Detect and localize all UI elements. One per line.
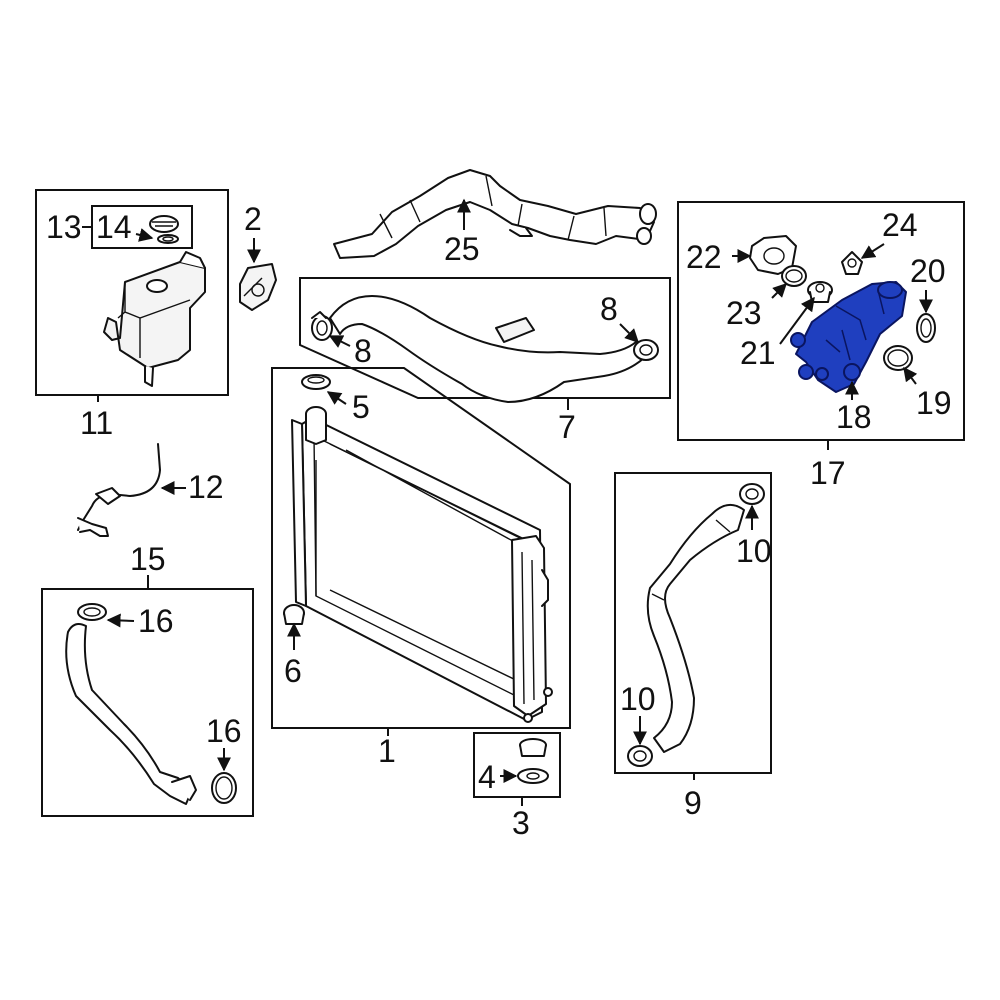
coolant-pipe-assembly[interactable] [333,169,657,259]
callout-9: 9 [684,785,702,821]
radiator[interactable] [291,406,553,723]
housing-o-ring[interactable] [883,345,913,371]
thermostat-gasket[interactable] [781,265,807,287]
hose-clamp-8-left[interactable] [311,311,333,341]
callout-11: 11 [80,405,113,441]
drain-plug[interactable] [283,604,305,625]
radiator-mount[interactable] [517,738,549,784]
box-radiator-group [271,367,571,729]
upper-radiator-hose[interactable] [329,295,645,403]
callout-1: 1 [378,733,396,769]
coolant-reservoir[interactable] [103,251,206,387]
callout-6: 6 [284,653,302,689]
callout-5: 5 [352,389,370,425]
thermostat[interactable] [807,281,833,303]
callout-2: 2 [244,201,262,237]
outlet-gasket-top[interactable] [77,603,107,621]
callout-19: 19 [916,385,952,421]
overflow-hose[interactable] [77,443,161,537]
box-lower-hose-group [614,472,772,774]
housing-gasket-small[interactable] [916,313,936,343]
callout-18: 18 [836,399,872,435]
hose-clamp-8-right[interactable] [633,339,659,361]
callout-8-left: 8 [354,333,372,369]
temperature-sensor[interactable] [841,251,863,275]
callout-16-top: 16 [138,603,174,639]
hose-clamp-10-bottom[interactable] [627,745,653,767]
callout-23: 23 [726,295,762,331]
callout-10-top: 10 [736,533,772,569]
callout-16-bottom: 16 [206,713,242,749]
box-reservoir-group [35,189,229,396]
callout-22: 22 [686,239,722,275]
outlet-gasket-bottom[interactable] [211,772,237,804]
callout-21: 21 [740,335,776,371]
callout-labels: 1 2 3 4 5 6 7 8 8 9 10 10 11 12 13 14 15… [46,201,952,841]
box-thermostat-housing-group [677,201,965,441]
callout-20: 20 [910,253,946,289]
leader-lines [82,198,933,806]
thermostat-housing[interactable] [790,281,907,393]
callout-24: 24 [882,207,918,243]
lower-radiator-hose[interactable] [646,503,745,753]
callout-15: 15 [130,541,166,577]
callout-12: 12 [188,469,224,505]
callout-13: 13 [46,209,82,245]
hose-clamp-10-top[interactable] [739,483,765,505]
reservoir-cap[interactable] [149,215,179,244]
callout-7: 7 [558,409,576,445]
reservoir-bracket[interactable] [239,263,277,311]
callout-25: 25 [444,231,480,267]
box-mount-group [473,732,561,798]
box-upper-hose-group [299,277,671,399]
callout-3: 3 [512,805,530,841]
radiator-cap[interactable] [301,374,331,390]
callout-10-bottom: 10 [620,681,656,717]
callout-4: 4 [478,759,496,795]
coolant-outlet-pipe[interactable] [65,623,197,805]
callout-8-right: 8 [600,291,618,327]
callout-14: 14 [96,209,132,245]
callout-17: 17 [810,455,846,491]
